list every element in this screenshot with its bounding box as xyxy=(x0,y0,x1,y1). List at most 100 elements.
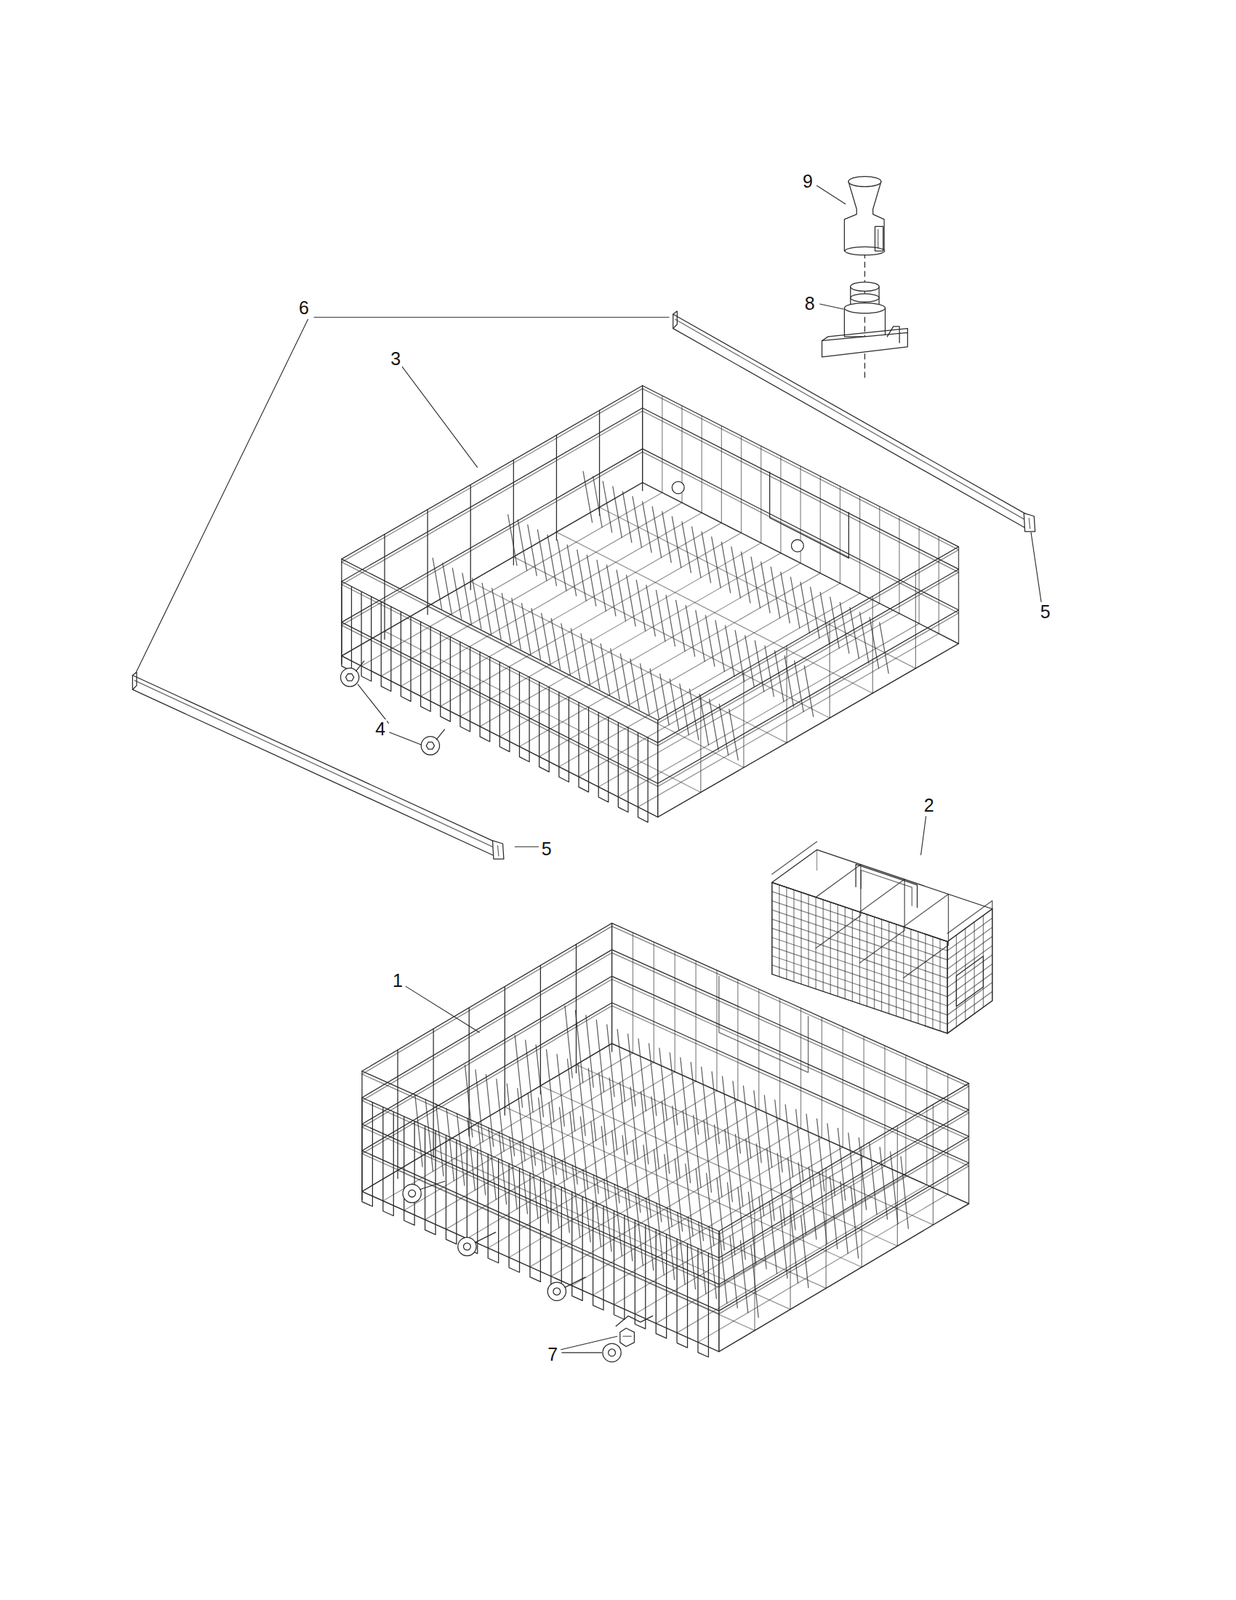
upper-rack-floor-wire xyxy=(599,507,917,669)
upper-rack-side-wire xyxy=(700,695,701,792)
upper-rack-tine xyxy=(731,546,741,598)
lower-rack-side-wire xyxy=(825,1167,827,1289)
upper-rack-tine xyxy=(527,524,537,576)
wheel-axle xyxy=(420,1180,445,1189)
upper-rack-tine xyxy=(600,643,610,695)
basket-handle xyxy=(860,870,912,906)
lower-rack-tine xyxy=(817,1118,825,1191)
lower-rack-back-wire xyxy=(716,969,717,1091)
leader-line xyxy=(562,1351,603,1353)
basket-latch xyxy=(956,956,983,1007)
upper-rack-side-wire xyxy=(958,546,959,644)
basket-grid xyxy=(772,909,948,969)
callout-number: 4 xyxy=(373,719,387,740)
lower-rack-back-wire xyxy=(779,998,781,1119)
lower-rack-back-wire xyxy=(947,1073,949,1195)
upper-rack-tine xyxy=(711,536,721,588)
upper-rack-tine xyxy=(669,679,679,730)
basket-grid xyxy=(772,937,948,997)
upper-rack-tine xyxy=(452,567,461,619)
upper-rack-back-wire xyxy=(740,435,742,533)
upper-rack-left-wire xyxy=(513,459,515,565)
upper-rack-tine xyxy=(593,476,603,528)
lower-rack-front-loop xyxy=(613,1210,624,1320)
basket-grid xyxy=(772,919,948,978)
lower-rack-rim xyxy=(362,922,970,1231)
lower-rack-tine xyxy=(890,1151,898,1224)
lower-rack-front-loop xyxy=(362,1097,373,1207)
upper-rack-tine xyxy=(596,559,606,611)
upper-rack-front-loop xyxy=(440,631,451,722)
rail-end xyxy=(673,311,678,329)
upper-rack-floor-wire xyxy=(638,633,940,807)
lower-rack-tine xyxy=(496,1078,504,1151)
callout-number: 2 xyxy=(922,795,936,816)
upper-rack-tine xyxy=(784,655,794,707)
upper-rack-tine xyxy=(761,562,770,613)
upper-rack-left-wire xyxy=(641,385,643,491)
basket-front xyxy=(772,881,948,1034)
lower-rack-front-loop xyxy=(551,1182,562,1292)
lower-rack-side-wire xyxy=(789,1188,791,1310)
nozzle-clip xyxy=(874,226,883,251)
lower-rack-left-wire xyxy=(611,922,613,1052)
upper-rack-tine xyxy=(671,516,681,568)
upper-rack-tine xyxy=(537,529,547,581)
lower-rack-front-loop xyxy=(487,1153,499,1263)
leader-line xyxy=(560,1335,617,1349)
rack-wheel-hub xyxy=(463,1242,472,1250)
upper-rack-tine xyxy=(607,564,616,616)
upper-rack-rim xyxy=(341,388,959,723)
upper-rack-front-wire xyxy=(657,719,658,817)
nozzle-clip-detail xyxy=(877,229,879,248)
lower-rack-tine xyxy=(722,1076,730,1149)
lower-rack-tine xyxy=(535,1044,544,1117)
basket-grid xyxy=(947,917,993,951)
upper-rack-side-wire xyxy=(829,620,831,718)
lower-rack-front-loop xyxy=(445,1134,456,1244)
upper-rack-tine xyxy=(676,599,685,651)
upper-rack-floor-wire xyxy=(460,543,762,717)
rail-edge xyxy=(675,319,1027,520)
lower-rack-tine xyxy=(648,1043,656,1116)
nozzle-body xyxy=(844,181,885,251)
upper-rack-side-wire xyxy=(657,719,658,817)
lower-rack-loop xyxy=(719,975,809,1072)
upper-rack-tine xyxy=(492,588,501,640)
illustration-group xyxy=(132,176,1042,1362)
upper-rack-left-wire xyxy=(383,534,385,640)
lower-rack-left-wire xyxy=(504,986,506,1116)
lower-rack-left-wire xyxy=(432,1028,434,1158)
lower-rack-left-wire xyxy=(575,943,577,1073)
basket-grid xyxy=(947,982,993,1015)
upper-rack-floor-wire xyxy=(539,583,841,757)
lower-rack-back-wire xyxy=(758,988,760,1110)
lower-rack-tine xyxy=(785,1104,793,1177)
rack-wheel-hub xyxy=(426,741,435,749)
lower-rack-tine xyxy=(506,1083,515,1156)
callout-number: 7 xyxy=(546,1344,560,1365)
rack-wheel-axle xyxy=(436,729,445,740)
upper-rack-front-loop xyxy=(420,621,432,712)
lower-rack-floor-wire xyxy=(433,1148,791,1309)
lower-rack-back-wire xyxy=(905,1054,906,1176)
upper-rack-floor-wire xyxy=(519,572,821,746)
callout-number: 5 xyxy=(540,839,554,861)
upper-rack-tine xyxy=(521,603,531,655)
upper-rack-back-wire xyxy=(839,486,841,584)
lower-rack-front-loop xyxy=(676,1238,688,1348)
lower-rack-tine xyxy=(415,1094,423,1167)
lower-rack-tine xyxy=(879,1146,888,1219)
lower-rack-rim xyxy=(362,975,970,1284)
upper-rack-side-wire xyxy=(743,670,744,768)
lower-rack-back-wire xyxy=(800,1007,802,1129)
upper-rack-left-wire xyxy=(599,410,600,515)
upper-rack-tine xyxy=(790,577,800,629)
upper-rack-tine xyxy=(551,618,560,669)
upper-rack-hub xyxy=(791,539,804,552)
upper-rack-tine xyxy=(541,612,551,664)
lower-rack-tine xyxy=(796,1108,804,1181)
upper-rack-tine xyxy=(642,501,652,553)
upper-rack-front-loop xyxy=(618,721,629,812)
